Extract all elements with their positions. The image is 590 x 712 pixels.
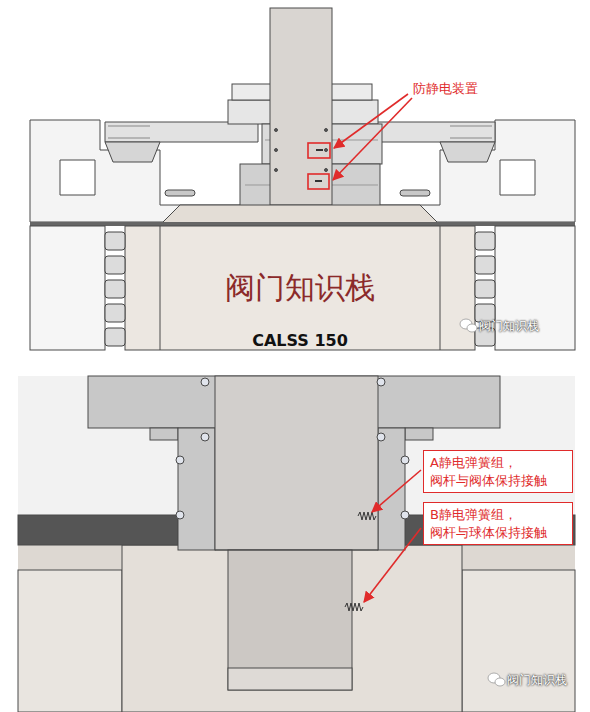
stud-nut bbox=[105, 304, 125, 322]
callout-text: A静电弹簧组， 阀杆与阀体保持接触 bbox=[430, 454, 566, 489]
class-label: CALSS 150 bbox=[252, 331, 348, 350]
stud-nut bbox=[105, 232, 125, 250]
stud-nut bbox=[105, 256, 125, 274]
wechat-icon bbox=[460, 319, 477, 332]
stud-nut bbox=[475, 232, 495, 250]
callout-box: B静电弹簧组， 阀杆与球体保持接触 bbox=[423, 502, 573, 545]
callout-text: B静电弹簧组， 阀杆与球体保持接触 bbox=[430, 506, 566, 541]
callout-box: A静电弹簧组， 阀杆与阀体保持接触 bbox=[423, 450, 573, 493]
wechat-icon bbox=[488, 673, 505, 686]
detail-section bbox=[18, 376, 575, 712]
watermark: 阀门知识栈 bbox=[507, 672, 567, 689]
stud-nut bbox=[475, 280, 495, 298]
watermark: 阀门知识栈 bbox=[479, 318, 539, 335]
stud-nut bbox=[105, 280, 125, 298]
callout-label: 防静电装置 bbox=[413, 80, 478, 98]
top-section bbox=[20, 0, 575, 350]
stud-nut bbox=[105, 328, 125, 346]
stud-nut bbox=[475, 256, 495, 274]
watermark-title: 阀门知识栈 bbox=[225, 268, 375, 309]
